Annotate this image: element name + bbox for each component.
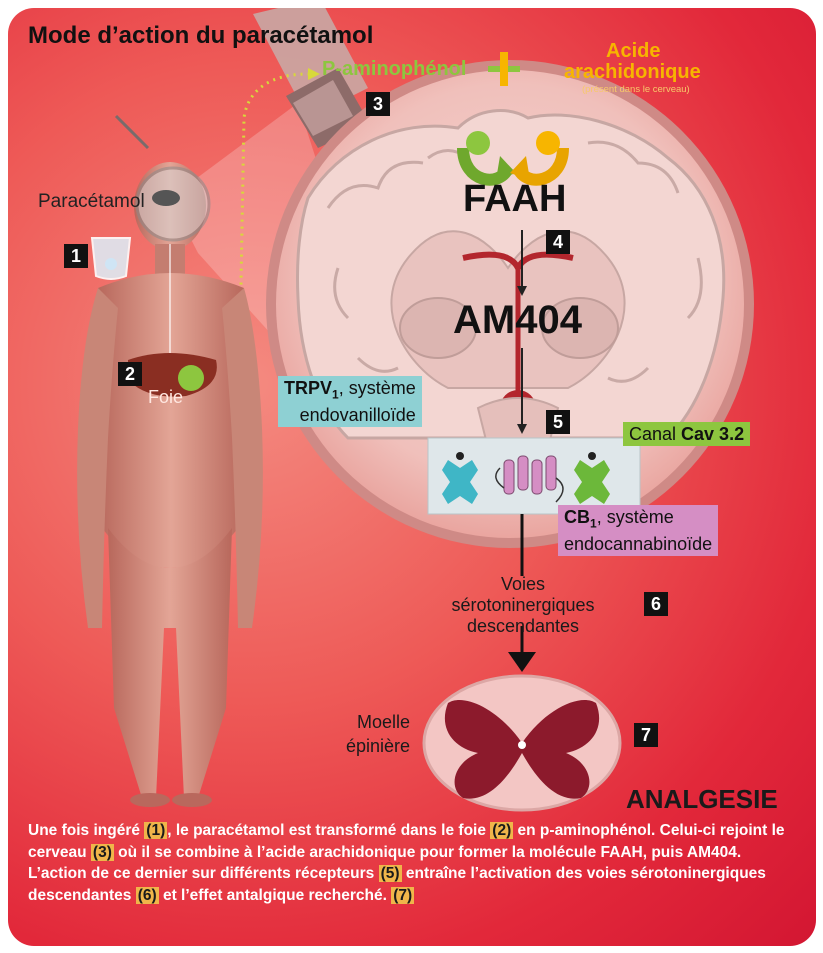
voies-line1: Voies	[418, 574, 628, 595]
acide-note: (présent dans le cerveau)	[582, 84, 690, 95]
am404-label: AM404	[453, 298, 582, 343]
step-7-badge: 7	[634, 723, 658, 747]
cb-line2: endocannabinoïde	[564, 534, 712, 554]
caption-ref-3: (3)	[91, 844, 114, 861]
spinal-cord-icon	[424, 676, 620, 810]
voies-line3: descendantes	[418, 616, 628, 637]
moelle-label: Moelle épinière	[346, 710, 410, 758]
trpv-system: , système	[339, 378, 416, 398]
cb-subscript: 1	[590, 517, 597, 531]
step-6-badge: 6	[644, 592, 668, 616]
descending-pathway-arrow	[508, 652, 536, 672]
caption-ref-7: (7)	[391, 887, 414, 904]
trpv-line2: endovanilloïde	[284, 405, 416, 425]
p-aminophenol-label: P-aminophénol	[322, 58, 466, 81]
canal-cav-tile: Canal Cav 3.2	[623, 422, 750, 446]
trpv1-tile: TRPV1, système endovanilloïde	[278, 376, 422, 427]
voies-line2: sérotoninergiques	[418, 595, 628, 616]
voies-label: Voies sérotoninergiques descendantes	[418, 574, 628, 637]
caption-part-1: Une fois ingéré	[28, 822, 144, 839]
step-3-badge: 3	[366, 92, 390, 116]
infographic-card: Mode d’action du paracétamol Paracétamol…	[8, 8, 816, 946]
magnifier-icon	[116, 116, 209, 240]
faah-label: FAAH	[463, 178, 566, 221]
caption-part-6: et l’effet antalgique recherché.	[159, 887, 392, 904]
moelle-line2: épinière	[346, 734, 410, 758]
step-4-badge: 4	[546, 230, 570, 254]
foie-label: Foie	[148, 387, 183, 408]
moelle-line1: Moelle	[346, 710, 410, 734]
acide-label-line1: Acide	[606, 40, 660, 63]
caption-part-2: , le paracétamol est transformé dans le …	[167, 822, 490, 839]
cb-system: , système	[597, 507, 674, 527]
step-5-badge: 5	[546, 410, 570, 434]
cb-name: CB	[564, 507, 590, 527]
caption-ref-6: (6)	[136, 887, 159, 904]
caption-text: Une fois ingéré (1), le paracétamol est …	[28, 820, 798, 906]
canal-name: Cav 3.2	[681, 424, 744, 444]
page-title: Mode d’action du paracétamol	[28, 22, 373, 50]
caption-ref-5: (5)	[379, 865, 402, 882]
acide-label-line2: arachidonique	[564, 61, 701, 84]
caption-ref-2: (2)	[490, 822, 513, 839]
step-1-badge: 1	[64, 244, 88, 268]
paracetamol-label: Paracétamol	[38, 191, 145, 213]
caption-ref-1: (1)	[144, 822, 167, 839]
canal-prefix: Canal	[629, 424, 681, 444]
trpv-subscript: 1	[332, 388, 339, 402]
step-2-badge: 2	[118, 362, 142, 386]
analgesie-label: ANALGESIE	[626, 784, 778, 815]
cb1-tile: CB1, système endocannabinoïde	[558, 505, 718, 556]
trpv-name: TRPV	[284, 378, 332, 398]
glass-of-water-icon	[92, 238, 130, 279]
